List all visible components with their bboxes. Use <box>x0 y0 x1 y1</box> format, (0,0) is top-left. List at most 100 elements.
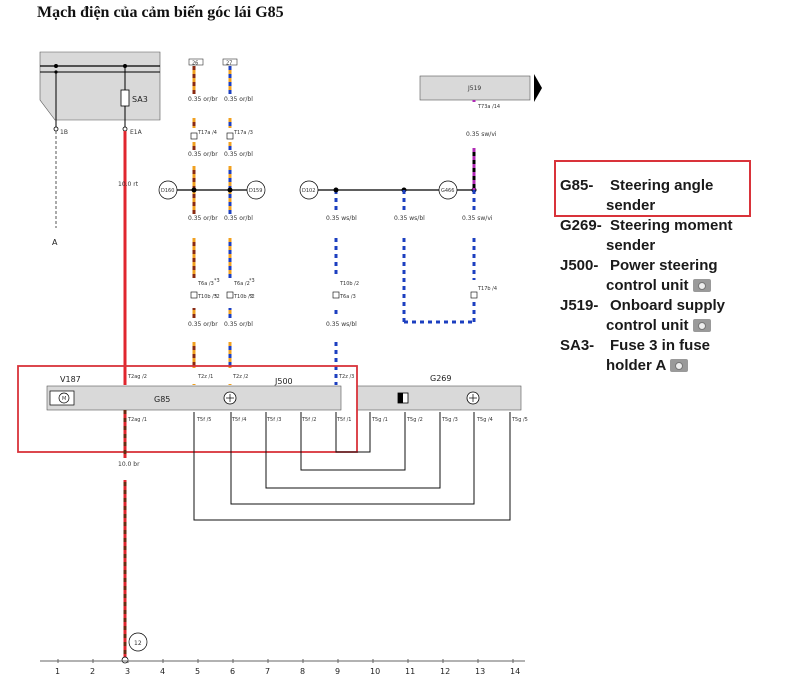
pin-t2ag-2: T2ag /2 <box>127 374 147 380</box>
legend-item: G269-Steering moment sender <box>560 217 733 254</box>
legend-code: SA3- <box>560 337 595 354</box>
pin-t10b-3: T10b /3 <box>197 294 217 300</box>
node-d160: D160 <box>161 188 174 194</box>
pin-t5g-2: T5g /2 <box>406 417 423 423</box>
wire-label-or-bl-2: 0.35 or/bl <box>224 151 253 158</box>
column-number: 7 <box>265 667 270 676</box>
pin-t17a-3: T17a /3 <box>233 130 253 136</box>
column-number: 6 <box>230 667 235 676</box>
pin-t5f-5: T5f /5 <box>196 417 211 423</box>
column-number: 3 <box>125 667 130 676</box>
pin-t2z-2: T2z /2 <box>232 374 248 380</box>
column-number: 5 <box>195 667 200 676</box>
legend-item: J519-Onboard supply control unit <box>560 297 726 334</box>
wire-label-sw-vi-1: 0.35 sw/vi <box>466 131 497 138</box>
pin-t5g-3: T5g /3 <box>441 417 458 423</box>
column-number: 10 <box>370 667 380 676</box>
j519-box <box>419 75 531 101</box>
legend: G85-Steering angle sender G269-Steering … <box>560 176 790 376</box>
column-number: 14 <box>510 667 520 676</box>
pin-t5g-4: T5g /4 <box>476 417 493 423</box>
wire-label-ws-bl-2: 0.35 ws/bl <box>394 215 425 222</box>
pin-t17a-4: T17a /4 <box>197 130 217 136</box>
column-number: 1 <box>55 667 60 676</box>
fuse-sa3 <box>120 89 130 107</box>
camera-icon[interactable] <box>692 319 711 332</box>
pin-t5g-5: T5g /5 <box>511 417 528 423</box>
node-d102: D102 <box>302 188 315 194</box>
note-star3: *3 <box>214 278 220 284</box>
legend-item: SA3-Fuse 3 in fuse holder A <box>560 337 711 374</box>
sa3-label: SA3 <box>132 95 148 104</box>
pin-t6a-2: T6a /2 <box>233 281 250 287</box>
note-star3b: *3 <box>249 278 255 284</box>
pin-t10b-s2: T10b /2 <box>339 281 359 287</box>
wire-label-or-br-2: 0.35 or/br <box>188 151 218 158</box>
pin-t10b-2: T10b /2 <box>233 294 253 300</box>
ref-27: 27 <box>226 61 232 67</box>
column-number: 9 <box>335 667 340 676</box>
legend-item: J500-Power steering control unit <box>560 257 718 294</box>
note-star2b: *2 <box>249 294 255 300</box>
fuse-holder-box <box>39 51 161 121</box>
legend-item: G85-Steering angle sender <box>560 177 714 214</box>
column-number: 8 <box>300 667 305 676</box>
column-number: 4 <box>160 667 165 676</box>
ground-ref-12: 12 <box>134 640 142 647</box>
bus-wires <box>193 412 511 521</box>
svg-text:M: M <box>62 396 66 402</box>
pin-t2z-3: T2z /3 <box>338 374 354 380</box>
g269-label: G269 <box>430 374 451 383</box>
wire-label-or-br-3: 0.35 or/br <box>188 215 218 222</box>
g85-label: G85 <box>154 395 170 404</box>
ref-a: A <box>52 238 58 247</box>
continue-arrow <box>534 74 542 102</box>
wire-label-or-br-1: 0.35 or/br <box>188 96 218 103</box>
camera-icon[interactable] <box>692 279 711 292</box>
pin-t5f-4: T5f /4 <box>231 417 246 423</box>
v187-label: V187 <box>60 375 81 384</box>
wire-label-ws-bl-3: 0.35 ws/bl <box>326 321 357 328</box>
pin-t5f-3: T5f /3 <box>266 417 281 423</box>
pin-1b: 1B <box>60 129 68 136</box>
j519-label: J519 <box>467 85 481 92</box>
pin-t17b: T17b /4 <box>477 286 497 292</box>
pin-t2ag-1: T2ag /1 <box>127 417 147 423</box>
legend-highlight-box <box>554 160 751 217</box>
pin-t5f-1: T5f /1 <box>336 417 351 423</box>
pin-t2z-1: T2z /1 <box>197 374 213 380</box>
pin-e1a: E1A <box>130 129 143 136</box>
legend-code: G85- <box>560 177 594 194</box>
j500-label: J500 <box>274 377 293 386</box>
legend-code: J500- <box>560 257 599 274</box>
wire-label-or-bl-1: 0.35 or/bl <box>224 96 253 103</box>
ref-26: 26 <box>192 61 198 67</box>
legend-code: G269- <box>560 217 602 234</box>
g85-j500-unit <box>46 385 342 411</box>
camera-icon[interactable] <box>670 359 689 372</box>
g85-highlight-box <box>17 365 358 453</box>
wire-label-or-bl-4: 0.35 or/bl <box>224 321 253 328</box>
pin-t73a: T73a /14 <box>477 104 500 110</box>
pin-t6a-3: T6a /3 <box>197 281 214 287</box>
wire-label-ws-bl-1: 0.35 ws/bl <box>326 215 357 222</box>
column-number: 13 <box>475 667 485 676</box>
pin-t5f-2: T5f /2 <box>301 417 316 423</box>
node-d159: D159 <box>249 188 262 194</box>
motor-icon <box>58 392 70 404</box>
g269-unit <box>356 385 522 411</box>
wire-label-100br: 10.0 br <box>118 461 140 468</box>
pin-t5g-1: T5g /1 <box>371 417 388 423</box>
legend-code: J519- <box>560 297 599 314</box>
column-number: 2 <box>90 667 95 676</box>
pin-t6a-s3: T6a /3 <box>339 294 356 300</box>
wire-label-100rt: 10.0 rt <box>118 181 139 188</box>
note-star2: *2 <box>214 294 220 300</box>
wire-label-sw-vi-2: 0.35 sw/vi <box>462 215 493 222</box>
column-number: 11 <box>405 667 415 676</box>
page-title: Mạch điện của cảm biến góc lái G85 <box>37 4 284 21</box>
wire-label-or-br-4: 0.35 or/br <box>188 321 218 328</box>
wire-label-or-bl-3: 0.35 or/bl <box>224 215 253 222</box>
